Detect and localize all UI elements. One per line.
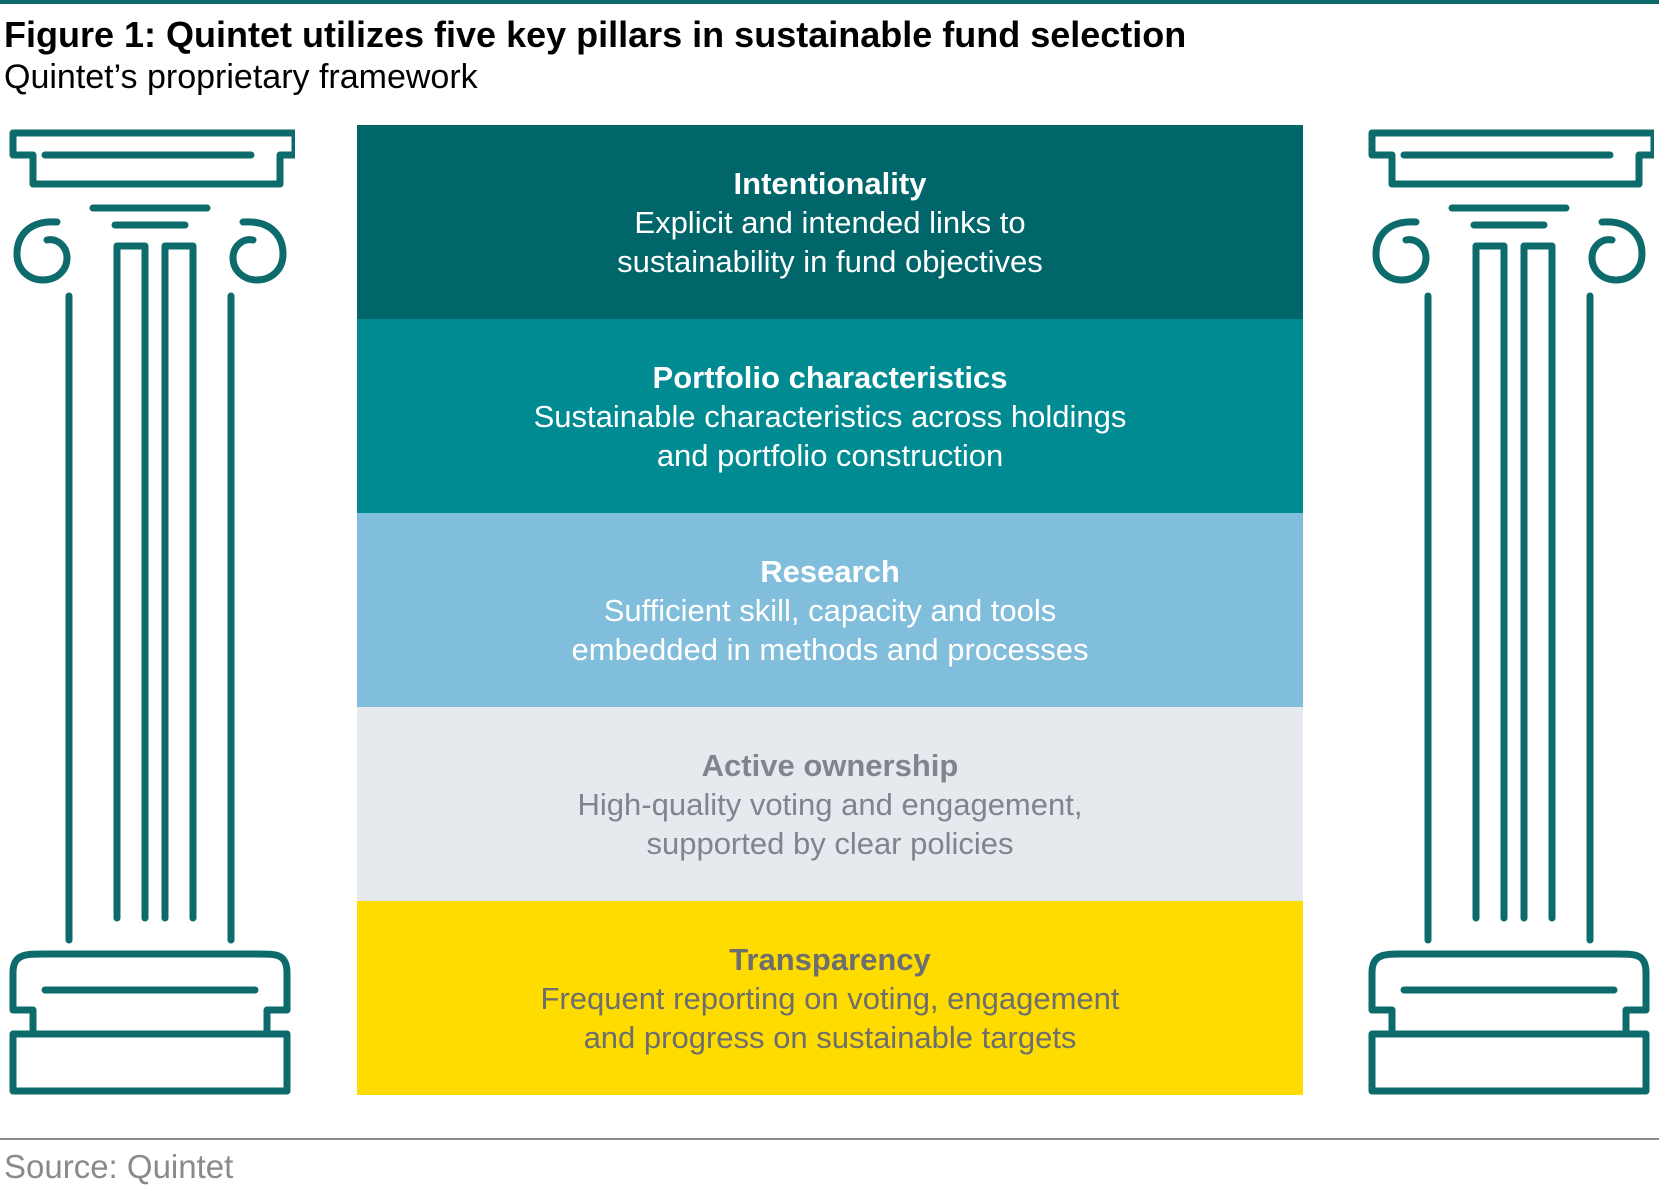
pillar-band-intentionality: Intentionality Explicit and intended lin…: [357, 125, 1303, 319]
pillar-description: High-quality voting and engagement, supp…: [577, 786, 1083, 861]
pillar-heading: Research: [760, 553, 900, 589]
pillar-description: Sustainable characteristics across holdi…: [533, 398, 1127, 473]
bottom-rule: [0, 1138, 1659, 1140]
pillar-heading: Portfolio characteristics: [652, 359, 1008, 395]
pillar-band-research: Research Sufficient skill, capacity and …: [357, 513, 1303, 707]
pillar-band-transparency: Transparency Frequent reporting on votin…: [357, 901, 1303, 1095]
pillar-description: Sufficient skill, capacity and tools emb…: [571, 592, 1089, 667]
source-note: Source: Quintet: [4, 1148, 234, 1185]
pillar-description: Explicit and intended links to sustainab…: [617, 204, 1043, 279]
pillar-band-portfolio-characteristics: Portfolio characteristics Sustainable ch…: [357, 319, 1303, 513]
pillar-heading: Transparency: [729, 941, 931, 977]
pillar-heading: Intentionality: [733, 165, 927, 201]
top-rule: [0, 0, 1659, 4]
ionic-column-icon: [1368, 129, 1654, 1095]
framework-stack: Intentionality Explicit and intended lin…: [357, 125, 1303, 1097]
figure-subtitle: Quintet’s proprietary framework: [4, 58, 478, 96]
pillar-description: Frequent reporting on voting, engagement…: [540, 980, 1120, 1055]
pillar-heading: Active ownership: [701, 747, 959, 783]
ionic-column-icon: [9, 129, 295, 1095]
pillar-band-active-ownership: Active ownership High-quality voting and…: [357, 707, 1303, 901]
figure-title: Figure 1: Quintet utilizes five key pill…: [4, 14, 1187, 55]
